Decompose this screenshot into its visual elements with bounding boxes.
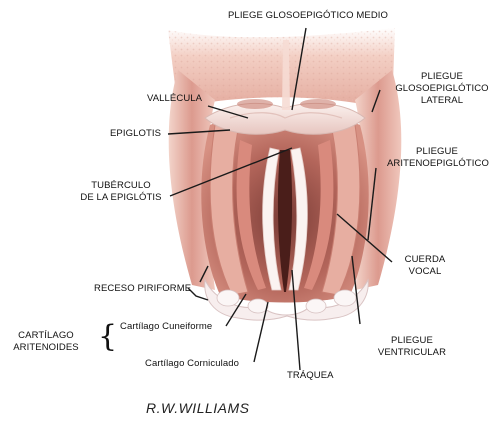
leader-lines (167, 27, 393, 371)
leader-traquea (291, 269, 301, 371)
left-pharyngeal-wall (168, 70, 215, 290)
label-cuerda-vocal: CUERDA VOCAL (398, 254, 452, 278)
left-corniculate-bump (247, 298, 269, 314)
label-tuberculo-line1: TUBÉRCULO (91, 180, 151, 191)
right-pharyngeal-wall (355, 70, 402, 290)
label-tuberculo-line2: DE LA EPIGLÓTIS (80, 192, 162, 203)
label-tuberculo: TUBÉRCULO DE LA EPIGLÓTIS (66, 180, 176, 204)
leader-ventricular (351, 255, 361, 325)
label-vallecula: VALLÉCULA (147, 93, 203, 104)
label-ventricular-line1: PLIEGUE (391, 335, 433, 346)
aritenoides-brace: { (98, 319, 118, 354)
label-aritenoepiglotico-line2: ARITENOEPIGLÓTICO (387, 158, 489, 169)
label-ventricular-line2: VENTRICULAR (377, 347, 447, 358)
vallecula-left (237, 99, 273, 109)
leader-receso-piriforme (187, 287, 209, 301)
leader-cuneiforme (225, 293, 247, 327)
left-aryepiglottic-fold (209, 124, 249, 296)
vallecula-right (300, 99, 336, 109)
left-ventricular-fold (236, 140, 266, 290)
leader-tuberculo (169, 147, 293, 197)
label-pliegue-aritenoepiglotico: PLIEGUE ARITENOEPIGLÓTICO (387, 146, 489, 170)
label-cuerda-vocal-line2: VOCAL (408, 266, 442, 277)
label-receso-piriforme: RECESO PIRIFORME (94, 283, 192, 294)
right-ventricular-fold (304, 140, 334, 290)
label-pliegue-lateral-line3: LATERAL (420, 95, 464, 106)
right-cuneiform-bump (333, 289, 357, 307)
label-traquea: TRÁQUEA (287, 370, 334, 381)
label-epiglotis: EPIGLOTIS (110, 128, 162, 139)
left-cuneiform-bump (216, 289, 240, 307)
leader-aritenoepiglotico (367, 167, 377, 241)
leader-receso-piriforme-2 (199, 265, 209, 283)
leader-pliegue-lateral (371, 89, 381, 113)
label-cuerda-vocal-line1: CUERDA (404, 254, 446, 265)
right-aryepiglottic-fold (321, 124, 361, 296)
median-glossoepiglottic-fold (282, 40, 290, 110)
leader-corniculado (253, 301, 269, 363)
right-corniculate-bump (305, 298, 327, 314)
label-pliegue-lateral-line1: PLIEGUE (421, 71, 463, 82)
leader-epiglotis (167, 129, 231, 135)
label-aritenoides-line2: ARITENOIDES (13, 342, 79, 353)
label-pliegue-glosoepiglotico-lateral: PLIEGUE GLOSOEPIGLÓTICO LATERAL (392, 71, 492, 107)
leader-cuerda-vocal (336, 213, 393, 263)
label-cartilago-corniculado: Cartílago Corniculado (145, 358, 239, 369)
leader-vallecula (207, 105, 249, 119)
label-aritenoepiglotico-line1: PLIEGUE (416, 146, 458, 157)
left-vocal-cord (262, 147, 282, 291)
artist-credit: R.W.WILLIAMS (146, 400, 250, 416)
label-pliegue-lateral-line2: GLOSOEPIGLÓTICO (395, 83, 489, 94)
label-pliegue-glosoepiglotico-medio: PLIEGE GLOSOEPIGÓTICO MEDIO (228, 10, 389, 21)
glottis (277, 150, 293, 292)
label-cartilago-aritenoides: CARTÍLAGO ARITENOIDES (6, 330, 86, 354)
label-cartilago-cuneiforme: Cartílago Cuneiforme (120, 321, 213, 332)
label-aritenoides-line1: CARTÍLAGO (18, 330, 74, 341)
label-pliegue-ventricular: PLIEGUE VENTRICULAR (362, 335, 462, 359)
leader-pliegue-medio (291, 27, 307, 111)
